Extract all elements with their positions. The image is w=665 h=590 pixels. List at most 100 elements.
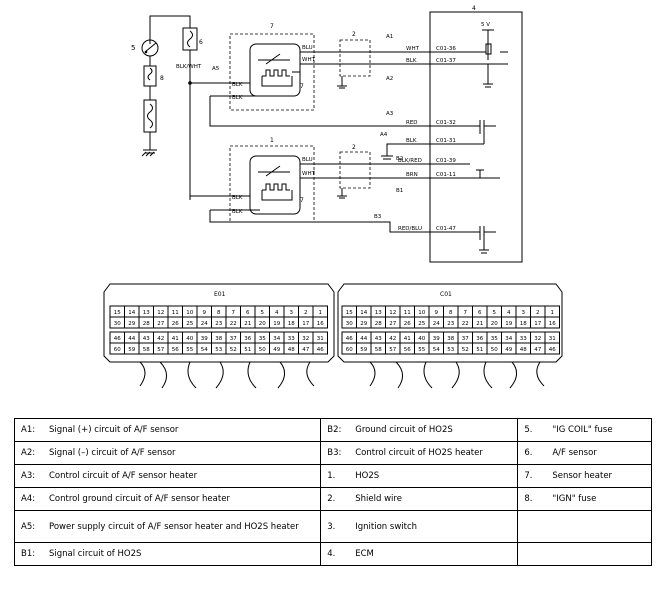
callout-1: 1 <box>270 137 274 144</box>
legend-cell: B3:Control circuit of HO2S heater <box>320 441 519 465</box>
label-a3: A3 <box>386 111 394 117</box>
label-wht-2: WHT <box>302 171 316 177</box>
label-blk-red: BLK/RED <box>398 158 422 164</box>
connector-pin-number: 7 <box>464 310 468 316</box>
connector-pin-number: 58 <box>375 347 382 353</box>
connector-pin-number: 50 <box>259 347 266 353</box>
connector-pin-number: 39 <box>201 336 208 342</box>
connector-pin-number: 25 <box>186 321 193 327</box>
legend-key: A3: <box>21 471 36 481</box>
connector-pin-number: 23 <box>447 321 454 327</box>
connector-pin-number: 11 <box>404 310 411 316</box>
callout-6: 7 <box>270 23 274 30</box>
pin-c01-47: C01-47 <box>436 226 456 232</box>
pin-c01-39: C01-39 <box>436 158 456 164</box>
connector-pin-number: 38 <box>215 336 222 342</box>
connector-pin-number: 32 <box>302 336 309 342</box>
label-blk-6: BLK <box>406 138 417 144</box>
legend-cell: A4:Control ground circuit of A/F sensor … <box>13 487 322 511</box>
legend-key: 1. <box>327 471 336 481</box>
label-red: RED <box>406 120 418 126</box>
connector-pin-number: 18 <box>288 321 295 327</box>
legend-description: Control circuit of HO2S heater <box>355 448 483 458</box>
callout-7a: 7 <box>300 83 304 90</box>
legend-cell <box>517 542 652 566</box>
legend-description: Sensor heater <box>552 471 613 481</box>
connector-pin-number: 48 <box>520 347 527 353</box>
callout-5: 6 <box>199 39 203 46</box>
connector-pin-number: 56 <box>172 347 179 353</box>
connector-pin-number: 28 <box>375 321 382 327</box>
legend-description: Signal circuit of HO2S <box>49 549 142 559</box>
connector-pin-number: 29 <box>360 321 367 327</box>
legend-cell: A5:Power supply circuit of A/F sensor he… <box>13 510 322 543</box>
label-blu-2: BLU <box>302 157 313 163</box>
connector-pin-number: 30 <box>114 321 121 327</box>
wire-a3 <box>209 96 430 127</box>
connector-pin-number: 21 <box>476 321 483 327</box>
legend-description: Control ground circuit of A/F sensor hea… <box>49 494 230 504</box>
connector-pin-number: 27 <box>157 321 164 327</box>
connector-pin-number: 6 <box>246 310 250 316</box>
shield-wire-bottom <box>337 151 430 199</box>
connector-pin-number: 13 <box>375 310 382 316</box>
label-blk-1: BLK <box>232 82 243 88</box>
callout-2b: 2 <box>352 144 356 151</box>
legend-description: Ground circuit of HO2S <box>355 425 453 435</box>
connector-pin-number: 4 <box>275 310 279 316</box>
connector-pin-number: 38 <box>447 336 454 342</box>
connector-pin-cell <box>544 316 560 329</box>
diagram-labels: 5 6 8 7 7 1 7 2 2 4 BLK/WHT A5 BLK BLK B… <box>131 5 490 232</box>
legend-cell: 1.HO2S <box>320 464 519 488</box>
connector-pin-number: 32 <box>534 336 541 342</box>
legend-key: 3. <box>327 521 336 532</box>
legend-cell: B2:Ground circuit of HO2S <box>320 418 519 442</box>
connector-pin-number: 22 <box>462 321 469 327</box>
connector-pin-number: 47 <box>534 347 541 353</box>
connector-pin-number: 52 <box>462 347 469 353</box>
connector-pin-number: 25 <box>418 321 425 327</box>
legend-cell: A3:Control circuit of A/F sensor heater <box>13 464 322 488</box>
label-5v: 5 V <box>481 22 490 28</box>
label-b2: B2 <box>396 156 403 162</box>
connector-pin-number: 60 <box>346 347 353 353</box>
connector-pin-number: 10 <box>186 310 193 316</box>
legend-key: A1: <box>21 425 36 435</box>
connector-pin-number: 12 <box>157 310 164 316</box>
legend-cell: 3.Ignition switch <box>320 510 519 543</box>
connector-pin-number: 30 <box>346 321 353 327</box>
connector-pin-number: 8 <box>449 310 453 316</box>
connector-pin-number: 33 <box>520 336 527 342</box>
connector-pin-number: 39 <box>433 336 440 342</box>
wire-b3 <box>209 210 430 233</box>
connector-pin-number: 53 <box>215 347 222 353</box>
legend-cell: 8."IGN" fuse <box>517 487 652 511</box>
connector-pin-number: 58 <box>143 347 150 353</box>
connector-pin-number: 23 <box>215 321 222 327</box>
connector-pin-number: 44 <box>128 336 135 342</box>
wire-a4 <box>381 143 430 160</box>
legend-cell: B1:Signal circuit of HO2S <box>13 542 322 566</box>
connector-pin-number: 34 <box>273 336 280 342</box>
power-supply-circuit <box>141 15 222 200</box>
connector-pin-number: 2 <box>536 310 540 316</box>
connector-pin-number: 11 <box>172 310 179 316</box>
pin-c01-31: C01-31 <box>436 138 456 144</box>
label-brn: BRN <box>406 172 418 178</box>
connector-pin-number: 5 <box>493 310 497 316</box>
label-wht-1: WHT <box>302 57 316 63</box>
connector-pin-number: 29 <box>128 321 135 327</box>
legend-description: Signal (–) circuit of A/F sensor <box>49 448 176 458</box>
label-red-blu: RED/BLU <box>398 226 422 232</box>
connector-pin-number: 9 <box>435 310 439 316</box>
connector-pin-number: 60 <box>114 347 121 353</box>
connector-c01-label: C01 <box>440 291 452 298</box>
connector-pin-number: 57 <box>389 347 396 353</box>
connector-pin-number: 2 <box>304 310 308 316</box>
legend-description: A/F sensor <box>552 448 597 458</box>
